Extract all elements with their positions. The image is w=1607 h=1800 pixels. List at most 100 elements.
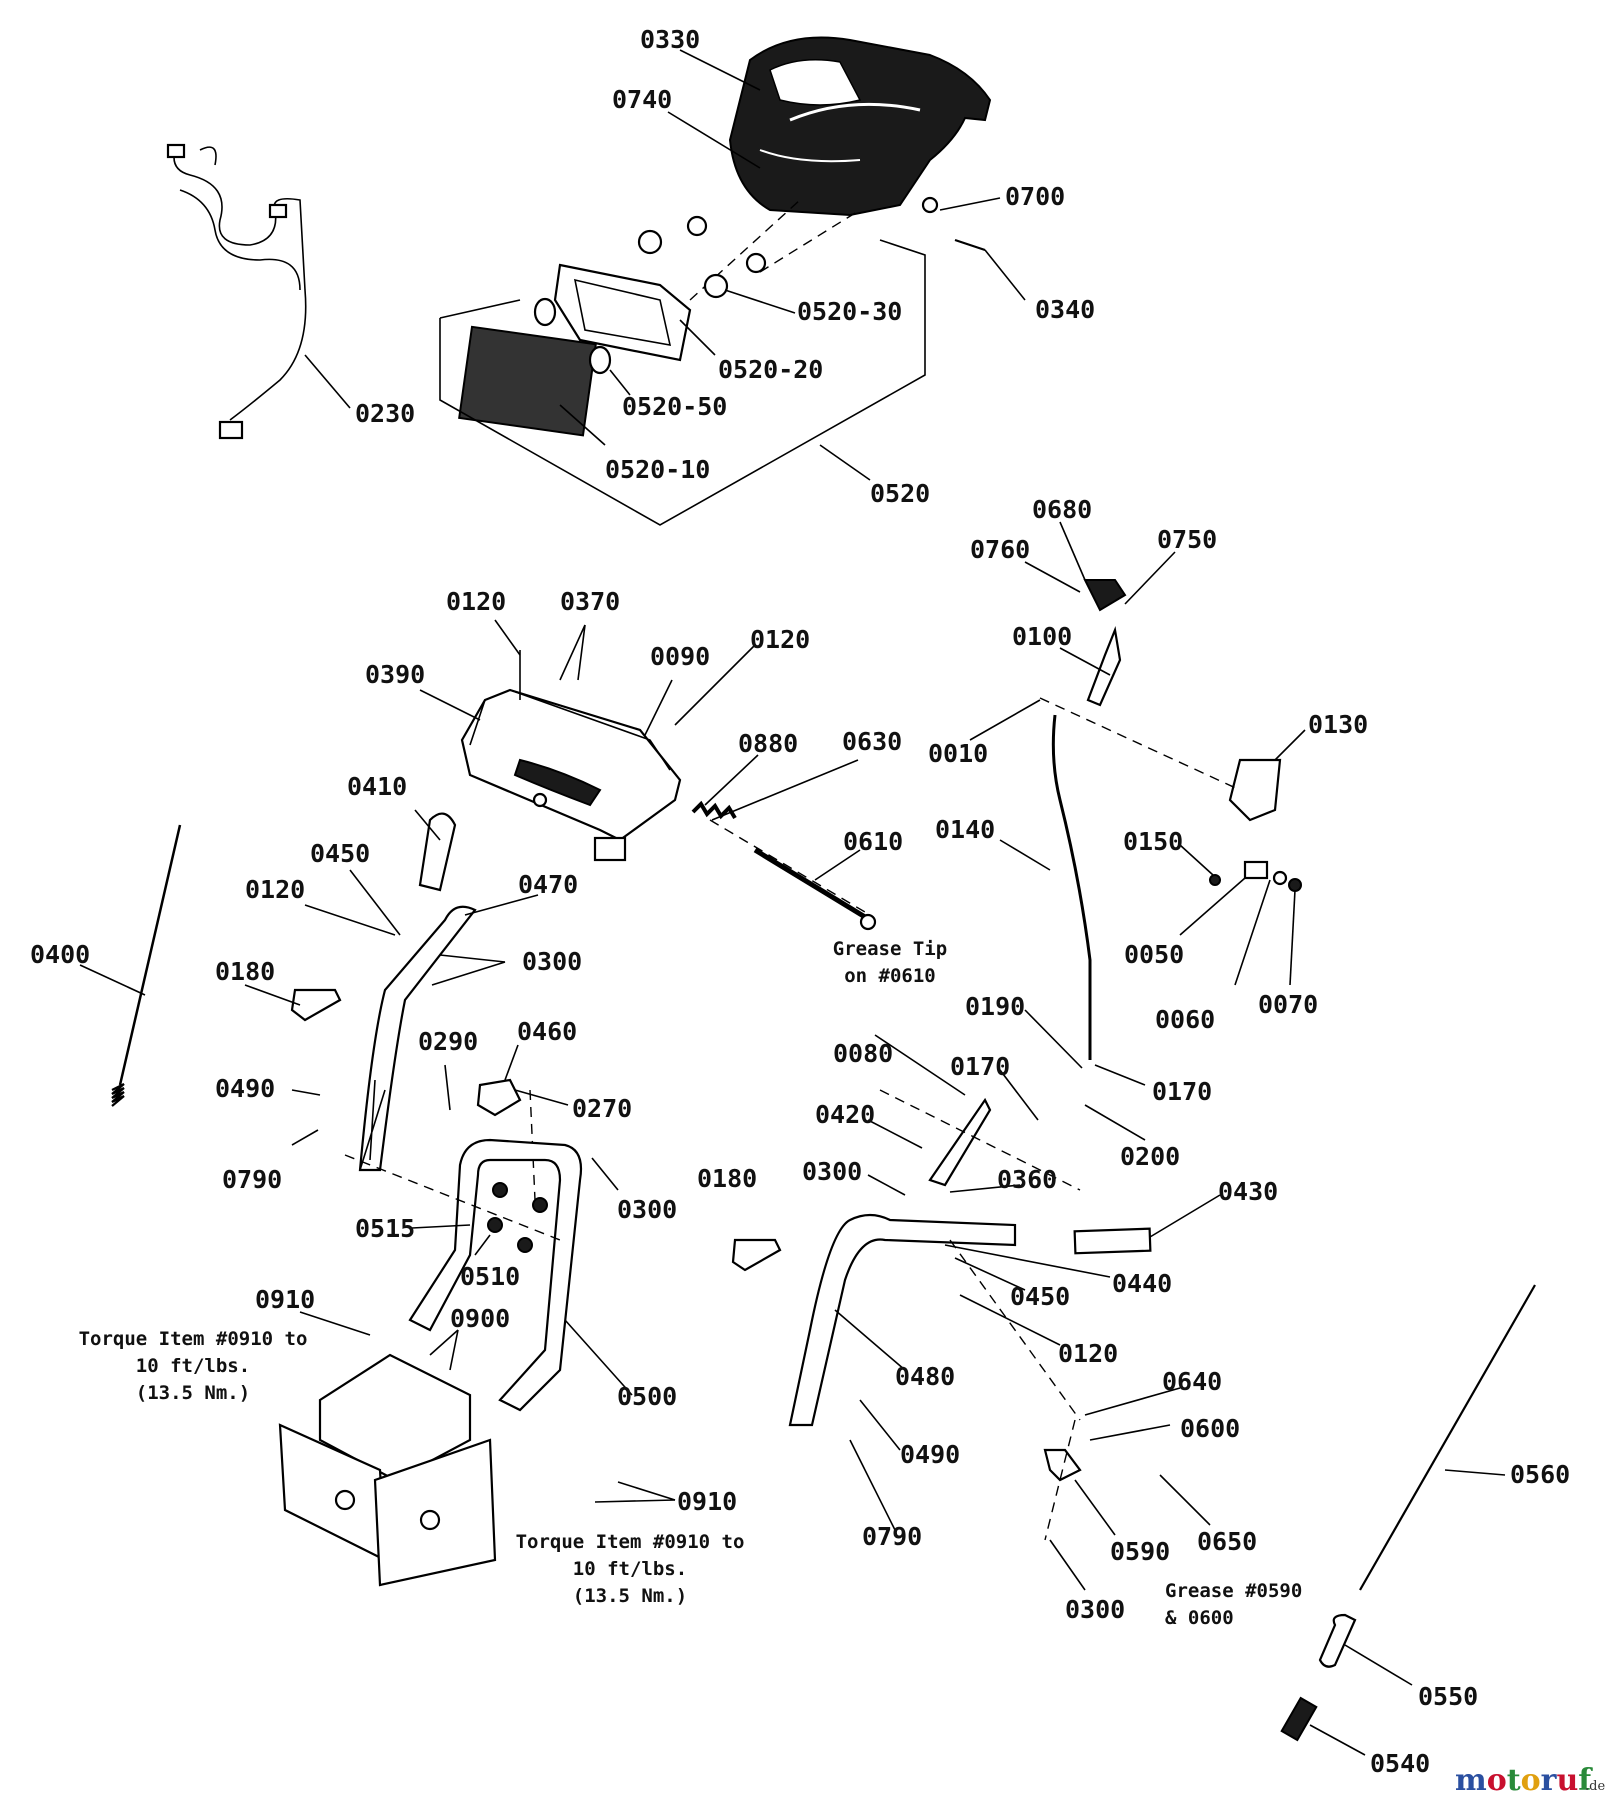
callout-0520-20: 0520-20: [718, 355, 823, 384]
callout-0540: 0540: [1370, 1749, 1430, 1778]
lever-0080: [928, 1097, 992, 1187]
callout-0600: 0600: [1180, 1414, 1240, 1443]
watermark-letter: u: [1556, 1763, 1578, 1798]
callout-0760: 0760: [970, 535, 1030, 564]
callout-0340: 0340: [1035, 295, 1095, 324]
callout-0490-left: 0490: [215, 1074, 275, 1103]
callout-0430: 0430: [1218, 1177, 1278, 1206]
callout-0180-right: 0180: [697, 1164, 757, 1193]
callout-0300-mid: 0300: [802, 1157, 862, 1186]
watermark-letter: o: [1487, 1763, 1507, 1798]
callout-0120-right: 0120: [1058, 1339, 1118, 1368]
callout-0460: 0460: [517, 1017, 577, 1046]
callout-0070: 0070: [1258, 990, 1318, 1019]
torque-note-bottom-line1: Torque Item #0910 to: [516, 1531, 745, 1553]
torque-note-bottom-line2: 10 ft/lbs.: [573, 1558, 687, 1580]
callout-0120-top1: 0120: [446, 587, 506, 616]
grease-tip-note-line1: Grease Tip: [833, 938, 947, 960]
callout-0450-left: 0450: [310, 839, 370, 868]
spring-0630: [691, 800, 737, 820]
lever-0180-right: [731, 1238, 782, 1272]
callout-0400: 0400: [30, 940, 90, 969]
callout-0520-50: 0520-50: [622, 392, 727, 421]
callout-0680: 0680: [1032, 495, 1092, 524]
callout-0500: 0500: [617, 1382, 677, 1411]
callout-0910-bottom: 0910: [677, 1487, 737, 1516]
callout-0900: 0900: [450, 1304, 510, 1333]
callout-0270: 0270: [572, 1094, 632, 1123]
console-bracket-0390: [460, 688, 682, 862]
callout-0080: 0080: [833, 1039, 893, 1068]
callout-0650: 0650: [1197, 1527, 1257, 1556]
bracket-0460: [476, 1078, 522, 1117]
callout-0880: 0880: [738, 729, 798, 758]
callout-0515: 0515: [355, 1214, 415, 1243]
light-lens-0520-10: [458, 325, 597, 437]
callout-0300-bottom: 0300: [1065, 1595, 1125, 1624]
torque-note-left-line1: Torque Item #0910 to: [79, 1328, 308, 1350]
lever-0100: [1086, 625, 1122, 707]
callout-0520-30: 0520-30: [797, 297, 902, 326]
callout-0180-left: 0180: [215, 957, 275, 986]
callout-0130: 0130: [1308, 710, 1368, 739]
console-cover: [728, 36, 992, 217]
callout-0640: 0640: [1162, 1367, 1222, 1396]
callout-0440: 0440: [1112, 1269, 1172, 1298]
lever-0180-left: [290, 988, 342, 1022]
callout-0300-center: 0300: [617, 1195, 677, 1224]
callout-0200: 0200: [1120, 1142, 1180, 1171]
callout-0520: 0520: [870, 479, 930, 508]
notes: Grease Tip on #0610 Torque Item #0910 to…: [79, 938, 1303, 1629]
callout-0100: 0100: [1012, 622, 1072, 651]
grease-0590-note-line1: Grease #0590: [1165, 1580, 1302, 1602]
callout-0410: 0410: [347, 772, 407, 801]
grip-0430: [1073, 1227, 1152, 1255]
leader-lines: [79, 49, 1506, 1756]
bulbs-0520-50: [533, 297, 612, 375]
callout-0750: 0750: [1157, 525, 1217, 554]
callout-0910-top: 0910: [255, 1285, 315, 1314]
svg-text:motoruf: motoruf: [1455, 1763, 1593, 1798]
callout-0480: 0480: [895, 1362, 955, 1391]
callout-0630: 0630: [842, 727, 902, 756]
callout-0290: 0290: [418, 1027, 478, 1056]
callout-0560: 0560: [1510, 1460, 1570, 1489]
control-rod-0140: [1051, 714, 1092, 1060]
callout-0590: 0590: [1110, 1537, 1170, 1566]
callout-0390: 0390: [365, 660, 425, 689]
callout-0190: 0190: [965, 992, 1025, 1021]
watermark-suffix: .de: [1585, 1779, 1605, 1794]
callout-0010: 0010: [928, 739, 988, 768]
torque-note-left-line3: (13.5 Nm.): [136, 1382, 250, 1404]
callout-0050: 0050: [1124, 940, 1184, 969]
bushing-0060: [1209, 860, 1302, 892]
watermark-letter: o: [1521, 1763, 1541, 1798]
bracket-0590: [1043, 1448, 1082, 1482]
left-handle-0470: [358, 905, 477, 1172]
bracket-0130: [1228, 758, 1282, 822]
callout-0120-left: 0120: [245, 875, 305, 904]
cable-0560: [1280, 1284, 1536, 1742]
callout-0150: 0150: [1123, 827, 1183, 856]
callout-0120-top2: 0120: [750, 625, 810, 654]
light-housing-0520-20: [553, 263, 692, 362]
hardware-0510: [487, 1182, 548, 1253]
callout-0510: 0510: [460, 1262, 520, 1291]
callout-0790-left: 0790: [222, 1165, 282, 1194]
callout-0090: 0090: [650, 642, 710, 671]
callout-0420: 0420: [815, 1100, 875, 1129]
torque-note-bottom-line3: (13.5 Nm.): [573, 1585, 687, 1607]
grease-0590-note-line2: & 0600: [1165, 1607, 1234, 1629]
callout-0700: 0700: [1005, 182, 1065, 211]
watermark-logo: motoruf .de: [1455, 1763, 1605, 1798]
grip-0410: [418, 812, 457, 892]
callout-0470: 0470: [518, 870, 578, 899]
watermark-letter: m: [1455, 1763, 1487, 1798]
engine-frame: [278, 1353, 497, 1587]
right-handle-0480: [788, 1213, 1017, 1427]
callout-0790-right: 0790: [862, 1522, 922, 1551]
callout-0520-10: 0520-10: [605, 455, 710, 484]
callout-0550: 0550: [1418, 1682, 1478, 1711]
callout-0370: 0370: [560, 587, 620, 616]
